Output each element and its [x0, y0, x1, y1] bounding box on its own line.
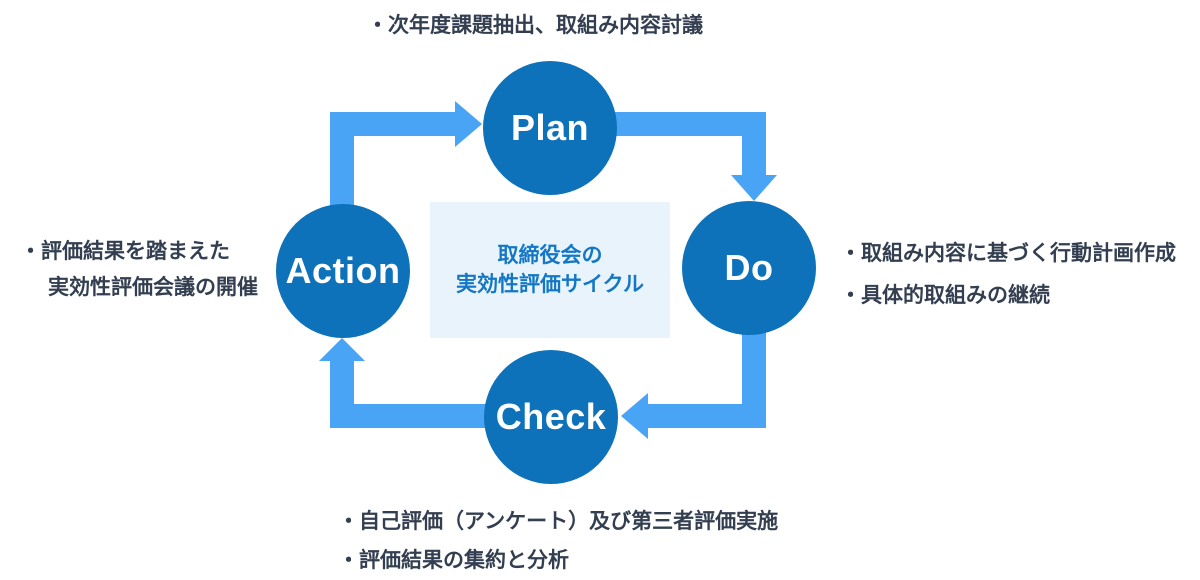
note-plan: ・次年度課題抽出、取組み内容討議 [367, 12, 703, 39]
node-action-label: Action [285, 250, 401, 291]
note-check-line2: ・評価結果の集約と分析 [338, 549, 569, 572]
note-do-line2: ・具体的取組みの継続 [840, 284, 1050, 307]
note-action-line2: 実効性評価会議の開催 [48, 276, 258, 299]
note-action-line1: ・評価結果を踏まえた [20, 240, 230, 263]
node-plan: Plan [483, 61, 617, 195]
node-check: Check [484, 350, 618, 484]
cycle-title-box: 取締役会の 実効性評価サイクル [430, 202, 670, 338]
node-do: Do [682, 201, 816, 335]
note-action: ・評価結果を踏まえた 実効性評価会議の開催 [20, 234, 258, 306]
cycle-title-line2: 実効性評価サイクル [456, 273, 644, 296]
node-plan-label: Plan [510, 107, 590, 148]
node-do-label: Do [724, 247, 774, 288]
arrow-plan-to-do [612, 112, 777, 201]
cycle-title-line1: 取締役会の [497, 244, 603, 267]
arrow-check-to-action [319, 338, 490, 428]
arrow-do-to-check [621, 330, 766, 439]
note-check-line1: ・自己評価（アンケート）及び第三者評価実施 [338, 510, 779, 533]
node-action: Action [276, 204, 410, 338]
note-do-line1: ・取組み内容に基づく行動計画作成 [840, 242, 1176, 265]
note-check: ・自己評価（アンケート）及び第三者評価実施 ・評価結果の集約と分析 [338, 502, 778, 580]
arrow-action-to-plan [330, 101, 482, 215]
note-do: ・取組み内容に基づく行動計画作成 ・具体的取組みの継続 [840, 233, 1176, 317]
note-plan-line1: ・次年度課題抽出、取組み内容討議 [367, 14, 703, 37]
node-check-label: Check [495, 396, 607, 437]
